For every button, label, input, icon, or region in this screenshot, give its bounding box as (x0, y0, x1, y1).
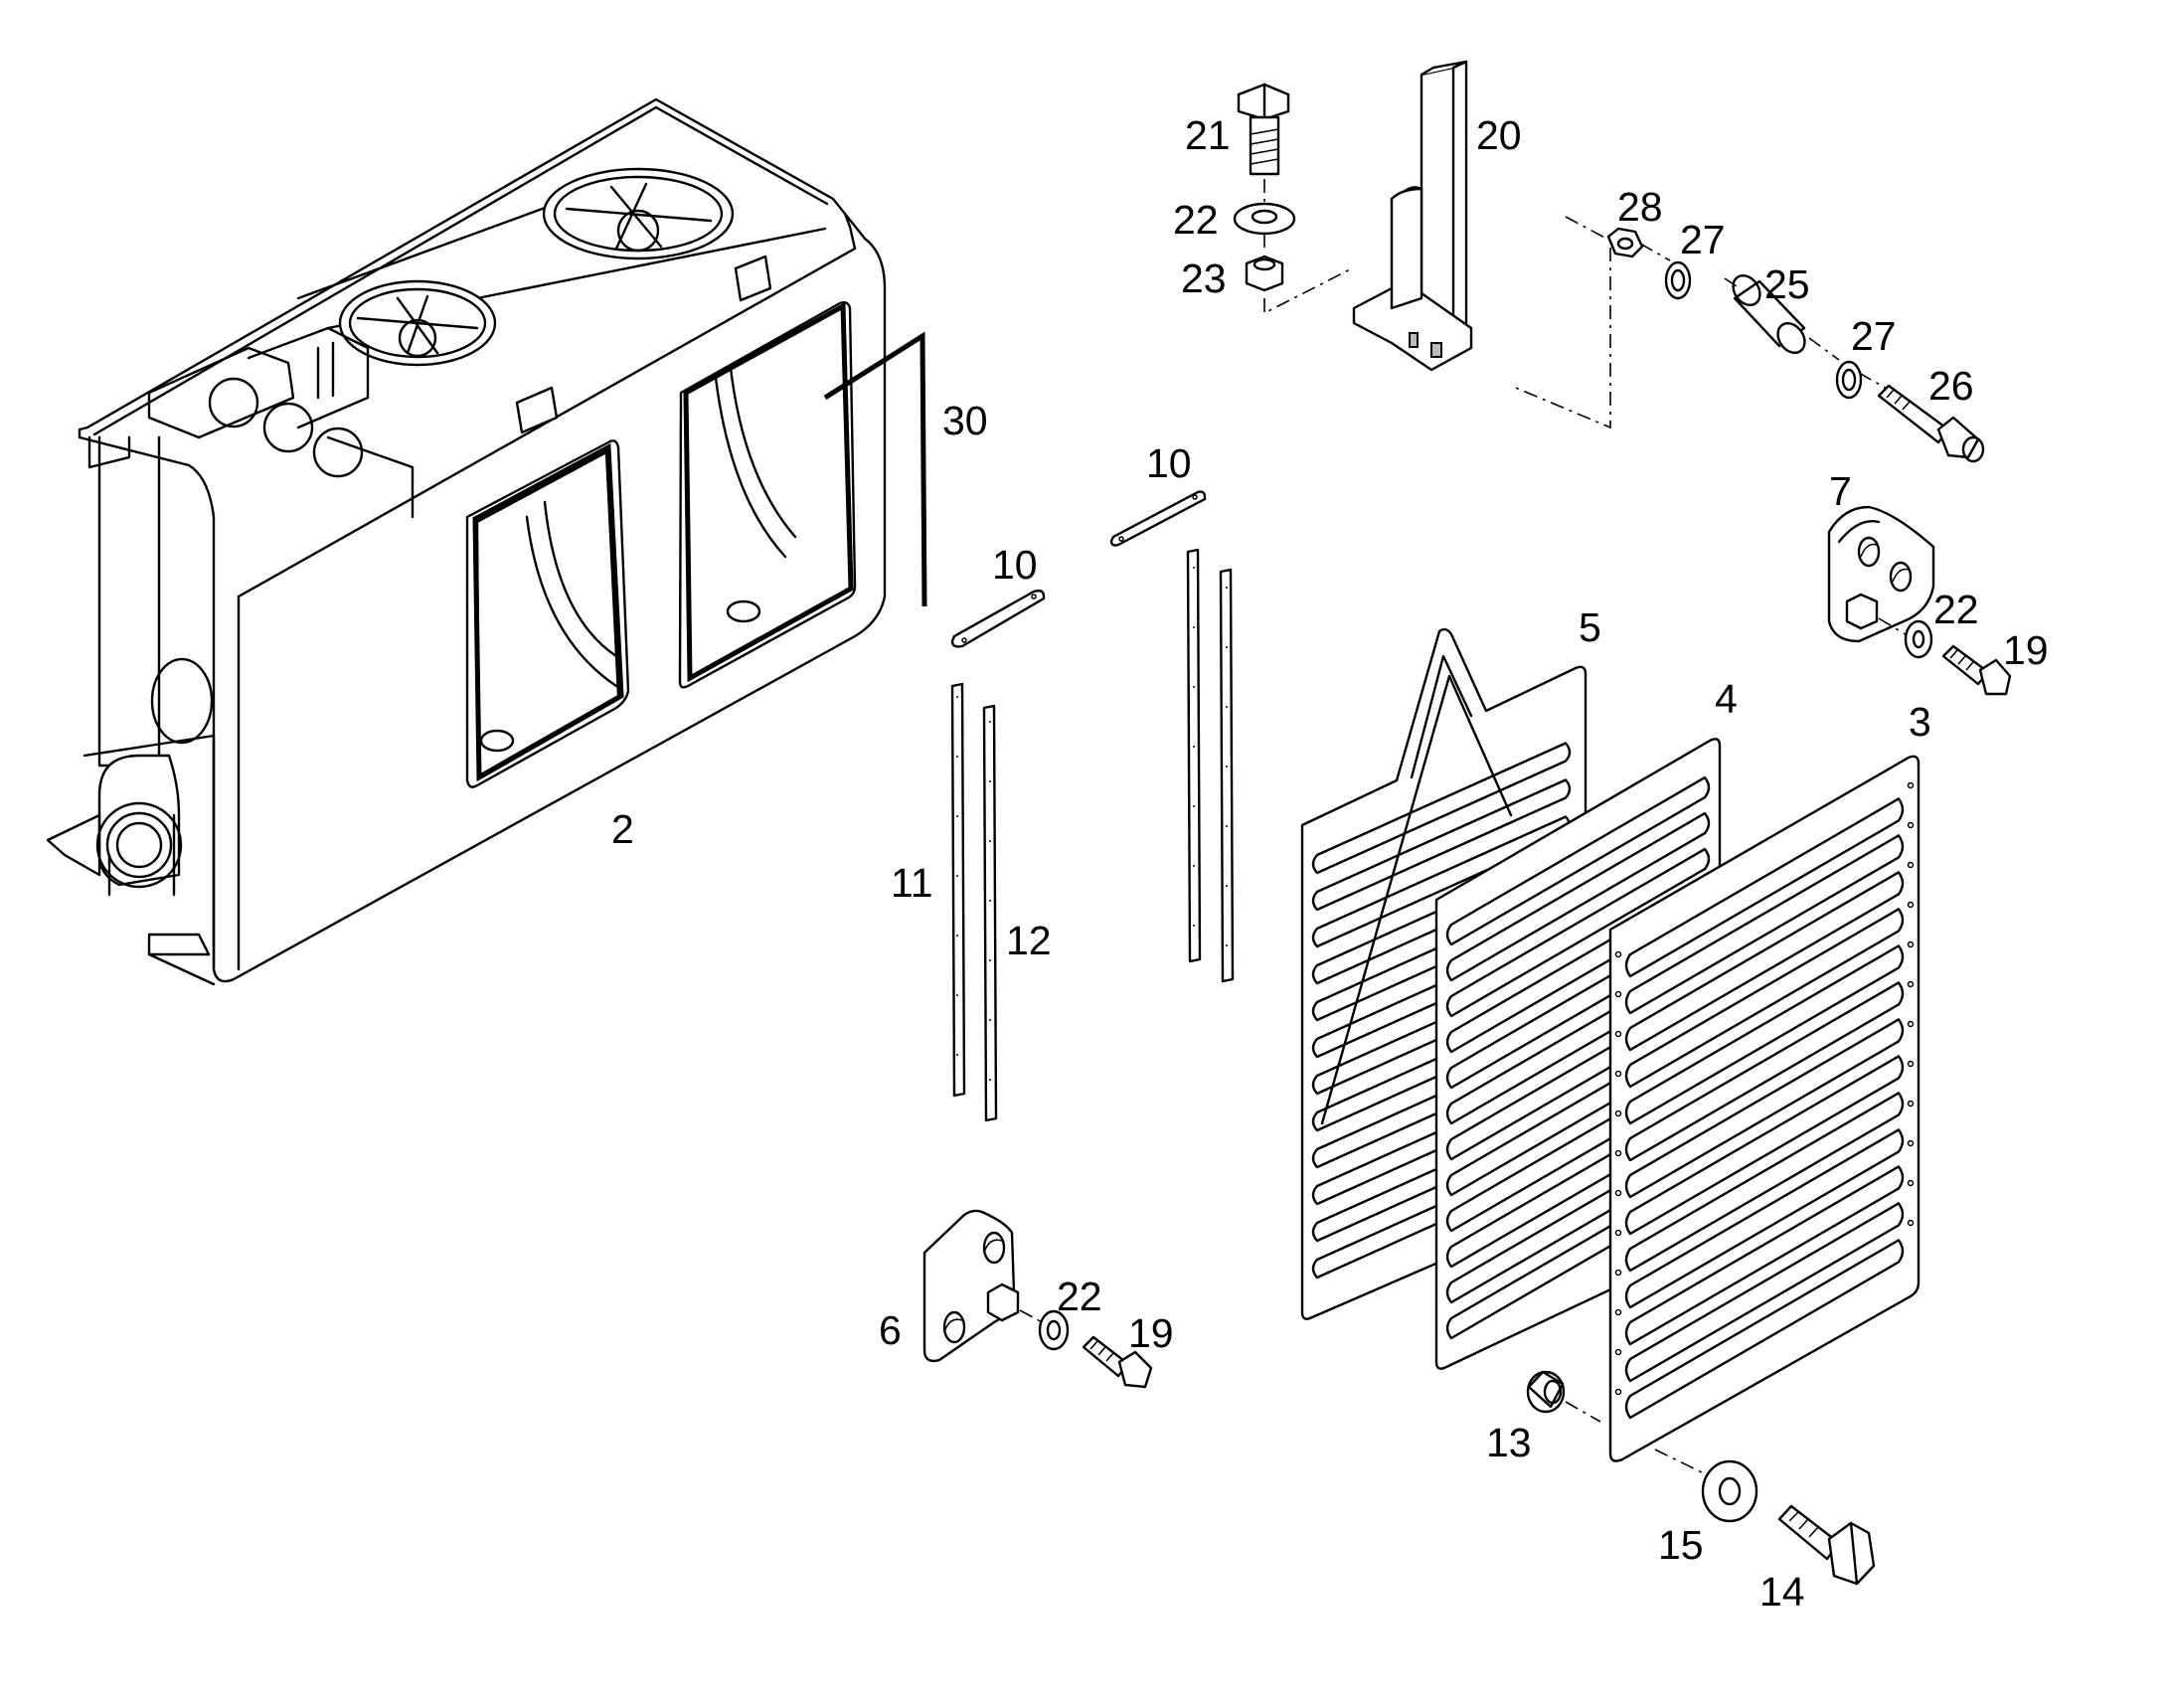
washer-part-27b (1835, 360, 1863, 400)
callout-23: 23 (1181, 256, 1227, 301)
callout-4: 4 (1715, 676, 1738, 722)
mounting-hole (1907, 940, 1915, 948)
louvre-slat (1624, 1092, 1905, 1273)
louvre-slat (1624, 1239, 1905, 1420)
callout-22c: 22 (1057, 1274, 1102, 1319)
mounting-hole (1614, 1388, 1622, 1396)
mounting-hole (1907, 1060, 1915, 1068)
callout-15: 15 (1658, 1522, 1704, 1568)
mounting-hole (1614, 1070, 1622, 1078)
mounting-hole (1614, 1189, 1622, 1197)
callout-19a: 19 (2003, 627, 2049, 673)
louvre-slat (1624, 944, 1905, 1125)
bolt-part-19-bottom (1082, 1335, 1153, 1389)
strip-part-10a (950, 589, 1046, 648)
callout-12: 12 (1006, 918, 1052, 963)
louvre-slat (1624, 908, 1905, 1089)
mounting-hole (1907, 1100, 1915, 1108)
callout-22a: 22 (1173, 197, 1219, 243)
louvre-slat (1624, 1018, 1905, 1199)
strip-part-11 (950, 682, 966, 1098)
mounting-hole (1907, 781, 1915, 789)
strip-part-11b (1186, 548, 1202, 963)
callout-28: 28 (1617, 184, 1663, 230)
louvre-slat (1624, 1128, 1905, 1309)
callout-27b: 27 (1851, 313, 1897, 359)
callout-14: 14 (1759, 1569, 1805, 1615)
callout-20: 20 (1476, 112, 1522, 158)
mounting-hole (1614, 1229, 1622, 1237)
louvre-slat (1624, 1055, 1905, 1236)
callout-11: 11 (891, 860, 933, 906)
callout-3: 3 (1909, 699, 1931, 745)
louvre-slat (1445, 775, 1711, 946)
mounting-hole (1907, 980, 1915, 988)
mounting-hole (1614, 1308, 1622, 1316)
mounting-hole (1907, 821, 1915, 829)
callout-labels: 2 3 4 5 6 7 10 10 11 12 13 14 15 19 19 2… (611, 112, 2049, 1615)
callout-19b: 19 (1128, 1310, 1174, 1356)
louvre-slat (1624, 834, 1905, 1015)
strip-part-12 (982, 704, 998, 1122)
callout-6: 6 (879, 1307, 902, 1353)
callout-26: 26 (1928, 363, 1974, 409)
washer-part-15 (1701, 1459, 1758, 1523)
mounting-hole (1907, 1139, 1915, 1147)
callout-13: 13 (1486, 1420, 1532, 1465)
callout-25: 25 (1764, 261, 1810, 307)
washer-part-22-top (1233, 202, 1296, 236)
mounting-hole (1907, 1020, 1915, 1028)
bolt-part-14 (1777, 1504, 1876, 1586)
mounting-hole (1614, 1110, 1622, 1117)
mounting-hole (1907, 901, 1915, 909)
mounting-hole (1614, 1149, 1622, 1157)
washer-part-22-bottom (1038, 1309, 1070, 1351)
louvre-slat (1311, 778, 1572, 912)
callout-27a: 27 (1680, 217, 1726, 262)
callout-7: 7 (1829, 468, 1852, 514)
bolt-part-19-right (1941, 644, 2012, 696)
mounting-hole (1614, 1269, 1622, 1277)
spacer-part-13 (1526, 1370, 1566, 1414)
louvre-slat (1624, 1202, 1905, 1383)
callout-22b: 22 (1933, 587, 1979, 632)
strip-part-12b (1219, 568, 1235, 983)
sleeve-part-25 (1732, 273, 1806, 355)
louvre-slat (1445, 847, 1711, 1018)
callout-10b: 10 (1146, 440, 1192, 486)
mounting-hole (1907, 861, 1915, 869)
mounting-hole (1614, 990, 1622, 998)
mounting-hole (1614, 1348, 1622, 1356)
louvre-slat (1624, 1165, 1905, 1346)
louvre-grille-part-3 (1608, 755, 1921, 1462)
strip-part-10b (1109, 490, 1207, 547)
louvre-slat (1624, 871, 1905, 1052)
bracket-plate-part-7 (1827, 505, 1935, 643)
washer-part-27a (1664, 260, 1692, 300)
mounting-hole (1907, 1179, 1915, 1187)
bolt-part-21 (1237, 83, 1290, 176)
callout-21: 21 (1185, 112, 1231, 158)
louvre-slat (1445, 811, 1711, 982)
callout-10a: 10 (992, 542, 1038, 588)
support-bracket-part-20 (1352, 60, 1473, 372)
louvre-slat (1624, 981, 1905, 1162)
bracket-plate-part-6 (922, 1209, 1020, 1363)
callout-2: 2 (611, 806, 634, 852)
mounting-hole (1614, 950, 1622, 958)
louvre-slat (1624, 797, 1905, 978)
callout-30: 30 (942, 398, 988, 443)
washer-part-22-right (1904, 619, 1933, 659)
housing-part-2 (46, 97, 927, 986)
mounting-hole (1614, 1030, 1622, 1038)
callout-5: 5 (1579, 604, 1601, 650)
louvre-slat (1311, 742, 1572, 875)
nut-part-23 (1245, 255, 1284, 292)
nut-part-28 (1606, 227, 1644, 258)
bolt-part-26 (1877, 384, 1985, 463)
mounting-hole (1907, 1219, 1915, 1227)
